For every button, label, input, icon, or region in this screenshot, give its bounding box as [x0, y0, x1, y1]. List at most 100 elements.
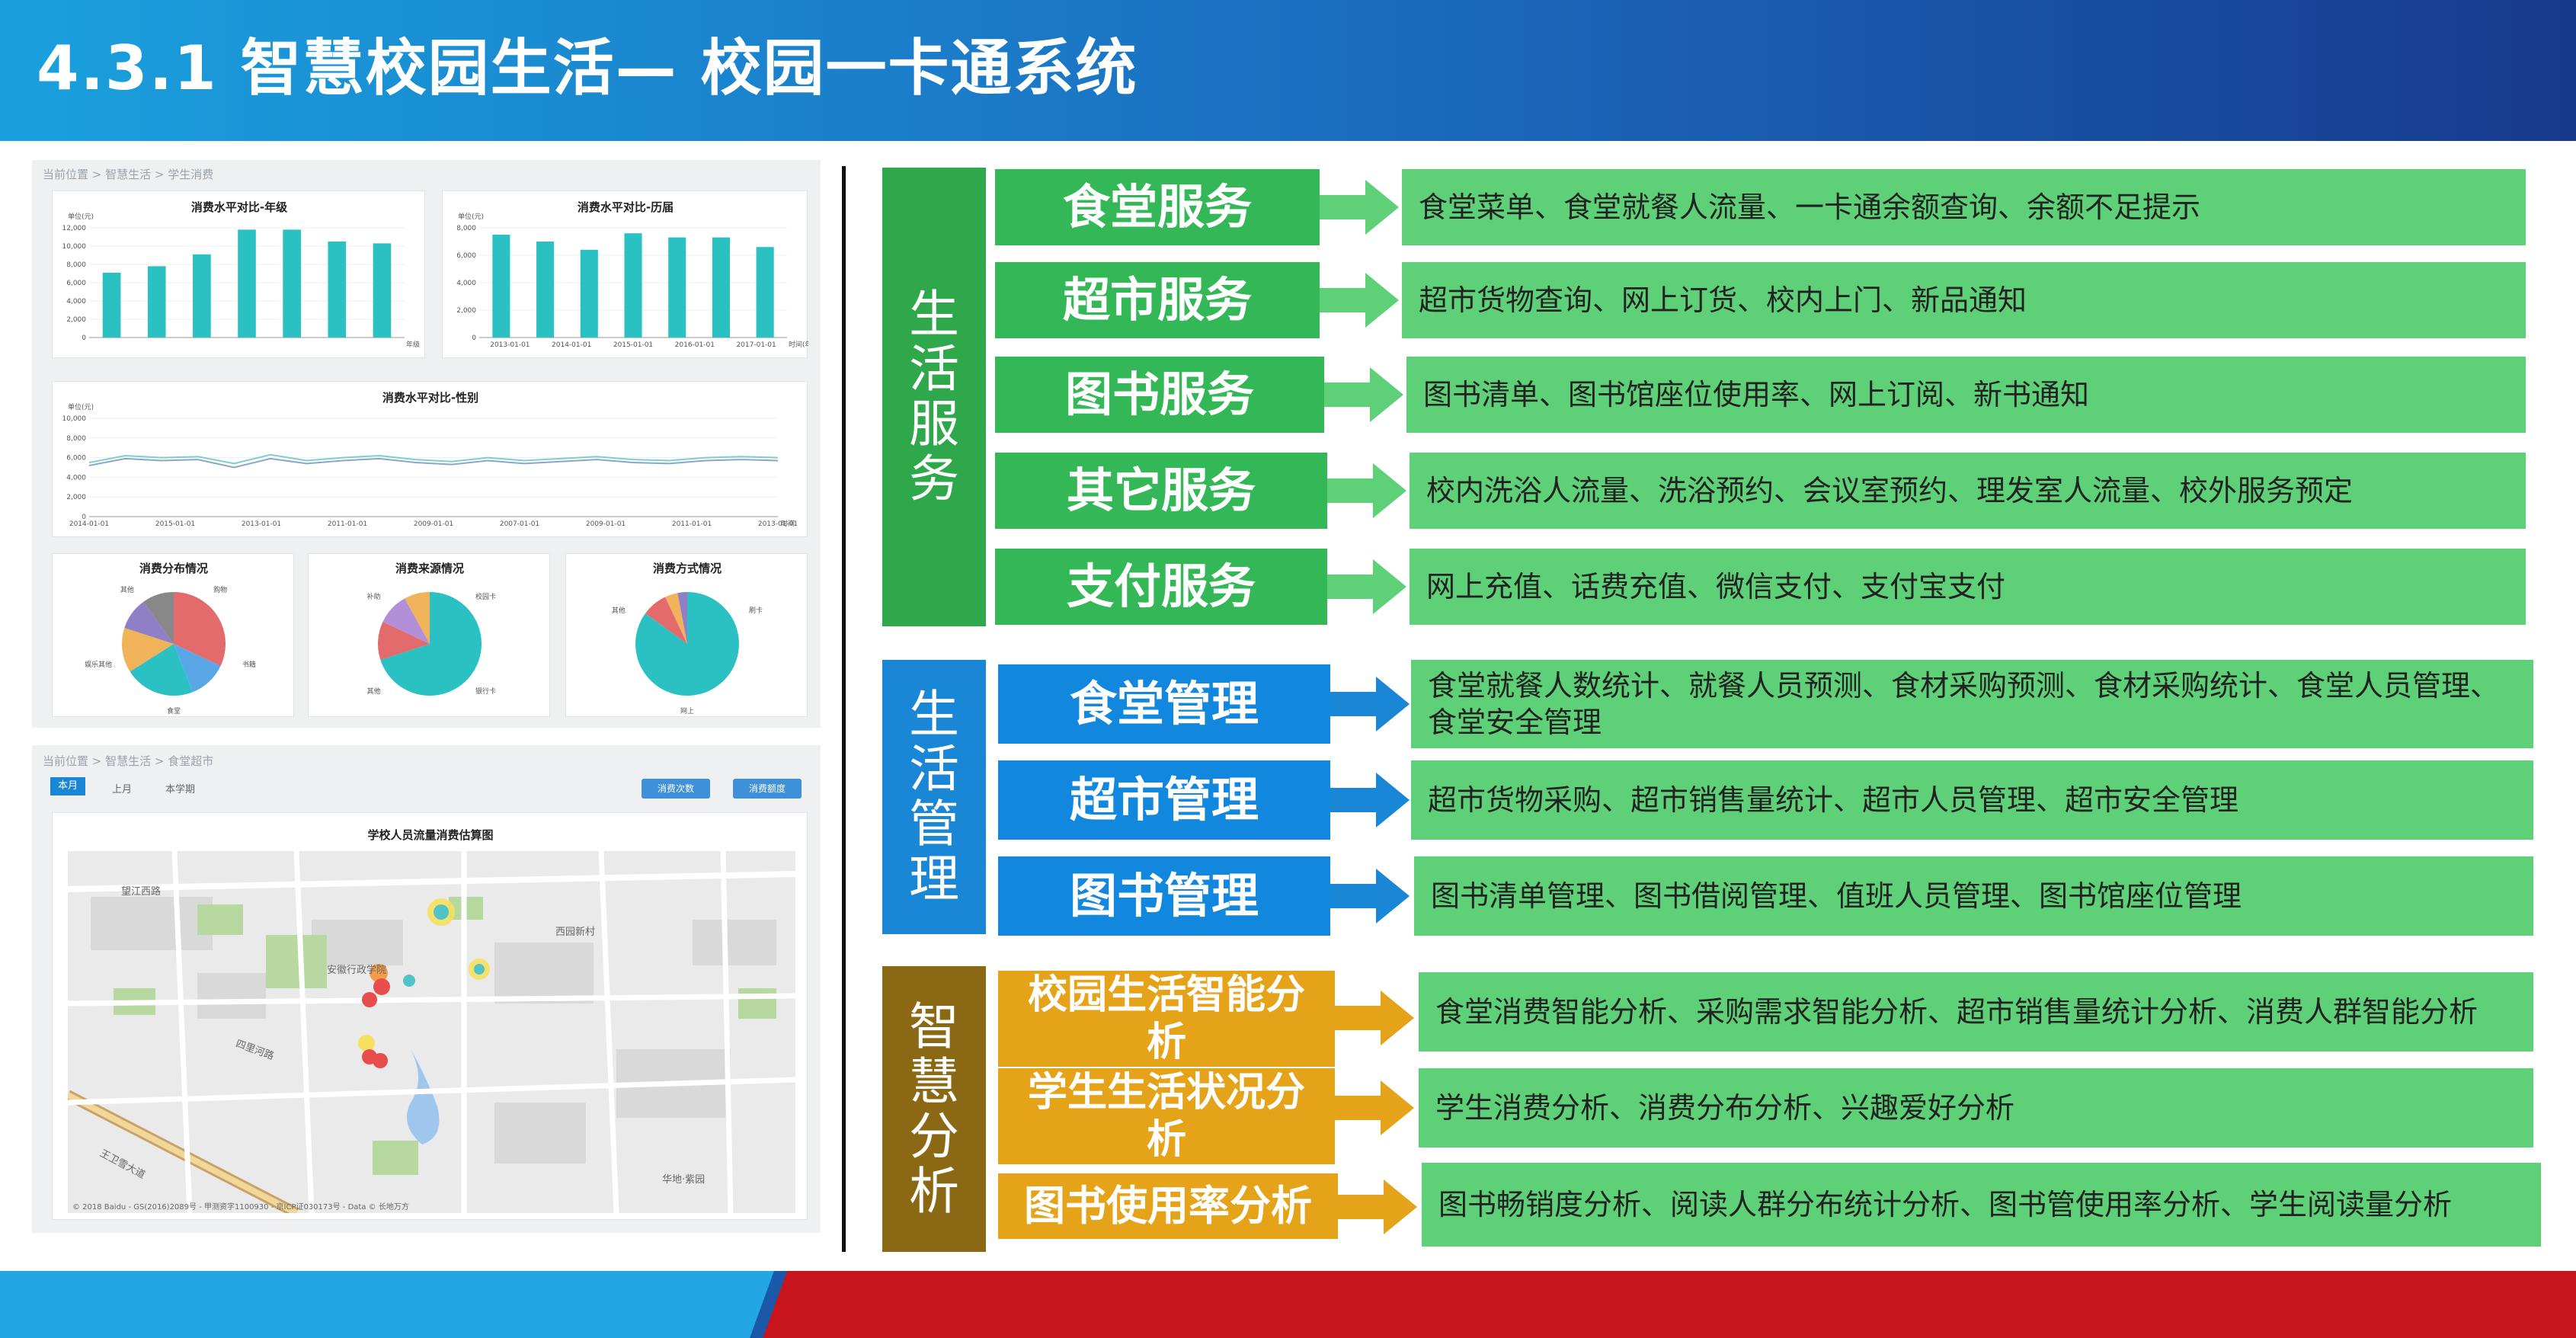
map-label: 华地·紫园 [662, 1174, 706, 1186]
pie-label: 娱乐其他 [85, 660, 112, 669]
student-life-analysis-button[interactable]: 学生生活状况分析 [998, 1068, 1335, 1164]
arrow-right-icon [1320, 180, 1399, 235]
supermarket-service-button[interactable]: 超市服务 [995, 262, 1320, 338]
map-label: 安徽行政学院 [327, 965, 387, 976]
chart-title: 消费水平对比-性别 [382, 391, 479, 405]
x-tick-label: 2011-01-01 [672, 520, 712, 528]
arrow-right-icon [1330, 773, 1410, 827]
supermarket-management-button[interactable]: 超市管理 [998, 760, 1330, 840]
pie-label: 网上 [680, 707, 694, 715]
x-tick-label: 2011-01-01 [328, 520, 367, 528]
axis-label: 时间(年) [789, 340, 808, 349]
arrow-right-icon [1327, 463, 1406, 518]
x-tick-label: 2016-01-01 [675, 341, 715, 349]
pie-slice [130, 644, 194, 696]
other-service-button[interactable]: 其它服务 [995, 453, 1327, 529]
chart-title: 消费分布情况 [139, 562, 208, 575]
campus-life-analysis-button[interactable]: 校园生活智能分析 [998, 971, 1335, 1067]
supermarket-management-desc: 超市货物采购、超市销售量统计、超市人员管理、超市安全管理 [1411, 760, 2533, 840]
y-tick-label: 8,000 [456, 225, 476, 232]
map-copyright: © 2018 Baidu - GS(2016)2089号 - 甲测资字11009… [72, 1203, 409, 1212]
series-line [88, 457, 779, 469]
campus-life-analysis-desc: 食堂消费智能分析、采购需求智能分析、超市销售量统计分析、消费人群智能分析 [1419, 972, 2533, 1052]
button-label: 消费次数 [657, 783, 694, 794]
consume-amount-button[interactable]: 消费额度 [733, 779, 802, 799]
chart-title: 消费来源情况 [395, 562, 464, 575]
pie-slice [380, 592, 482, 696]
button-label: 消费额度 [748, 783, 786, 794]
pie-slice [174, 644, 221, 693]
pie-slice [378, 622, 430, 661]
bar [238, 229, 256, 338]
arrow-right-icon [1335, 1080, 1414, 1135]
x-tick-label: 2007-01-01 [500, 520, 539, 528]
y-tick-label: 12,000 [62, 225, 87, 232]
arrow-right-icon [1324, 367, 1403, 422]
map-screenshot: 当前位置 > 智慧生活 > 食堂超市 本月 上月 本学期 消费次数 消费额度 学… [32, 745, 821, 1233]
category-label: 智慧分析 [909, 997, 959, 1221]
map-label: 望江西路 [121, 886, 162, 898]
y-tick-label: 2,000 [456, 307, 476, 315]
pie-slice [122, 627, 174, 672]
tab-semester[interactable]: 本学期 [165, 784, 196, 795]
arrow-right-icon [1330, 677, 1410, 731]
library-management-button[interactable]: 图书管理 [998, 856, 1330, 936]
library-usage-analysis-button[interactable]: 图书使用率分析 [998, 1173, 1338, 1239]
pie-slice [174, 592, 226, 666]
breadcrumb: 当前位置 > 智慧生活 > 食堂超市 [43, 754, 214, 768]
y-tick-label: 4,000 [456, 280, 476, 287]
arrow-right-icon [1320, 273, 1399, 328]
map-view[interactable]: 望江西路 安徽行政学院 西园新村 华地·紫园 四里河路 王卫雪大道 © 2018… [68, 851, 795, 1213]
page-title: 4.3.1 智慧校园生活— 校园一卡通系统 [37, 33, 1138, 104]
payment-service-desc: 网上充值、话费充值、微信支付、支付宝支付 [1410, 549, 2526, 625]
pie-slice [143, 592, 174, 644]
y-tick-label: 10,000 [62, 243, 87, 251]
y-tick-label: 0 [82, 334, 86, 342]
axis-label: 单位(元) [68, 212, 94, 221]
map-title: 学校人员流量消费估算图 [367, 828, 494, 842]
y-tick-label: 4,000 [66, 298, 86, 306]
student-life-analysis-desc: 学生消费分析、消费分布分析、兴趣爱好分析 [1419, 1068, 2533, 1148]
supermarket-service-desc: 超市货物查询、网上订货、校内上门、新品通知 [1402, 262, 2526, 338]
chart-title: 消费方式情况 [652, 562, 722, 575]
y-tick-label: 6,000 [456, 252, 476, 260]
dashboard-screenshot: 当前位置 > 智慧生活 > 学生消费 消费水平对比-年级 单位(元)12,000… [32, 160, 821, 728]
axis-label: 年级 [406, 340, 420, 349]
pie-slice [124, 601, 174, 644]
pie-label: 书籍 [242, 660, 256, 669]
pie-card-method: 消费方式情况 刷卡网上 其他 [565, 553, 808, 717]
axis-label: 单位(元) [68, 402, 94, 411]
canteen-service-button[interactable]: 食堂服务 [995, 169, 1320, 245]
payment-service-button[interactable]: 支付服务 [995, 549, 1327, 625]
axis-label: 单位(元) [458, 212, 484, 221]
canteen-management-button[interactable]: 食堂管理 [998, 664, 1330, 744]
x-tick-label: 2013-01-01 [242, 520, 281, 528]
pie-label: 刷卡 [749, 606, 763, 615]
x-tick-label: 2014-01-01 [69, 520, 109, 528]
breadcrumb: 当前位置 > 智慧生活 > 学生消费 [43, 168, 214, 181]
map-label: 西园新村 [555, 927, 596, 938]
x-tick-label: 2013-01-01 [490, 341, 530, 349]
arrow-right-icon [1338, 1180, 1417, 1234]
library-management-desc: 图书清单管理、图书借阅管理、值班人员管理、图书馆座位管理 [1414, 856, 2533, 936]
y-tick-label: 2,000 [66, 316, 86, 324]
bar [328, 242, 347, 338]
header-bar [0, 0, 2576, 141]
bar [283, 229, 301, 338]
pie-label: 其他 [612, 606, 626, 615]
pie-label: 校园卡 [475, 592, 496, 601]
gender-line-chart: 单位(元)10,0008,0006,0004,0002,00002014-01-… [62, 402, 798, 528]
consume-count-button[interactable]: 消费次数 [642, 779, 710, 799]
pie-slice [645, 597, 687, 644]
pie-label: 购物 [213, 585, 227, 594]
pie-card-source: 消费来源情况 校园卡银行卡其他补助 [308, 553, 550, 717]
map-card: 学校人员流量消费估算图 [52, 812, 808, 1220]
library-service-button[interactable]: 图书服务 [995, 357, 1324, 433]
tab-this-month[interactable]: 本月 [50, 777, 85, 795]
bar [580, 249, 598, 338]
tab-last-month[interactable]: 上月 [112, 784, 133, 795]
category-smart-analysis: 智慧分析 [882, 966, 986, 1252]
